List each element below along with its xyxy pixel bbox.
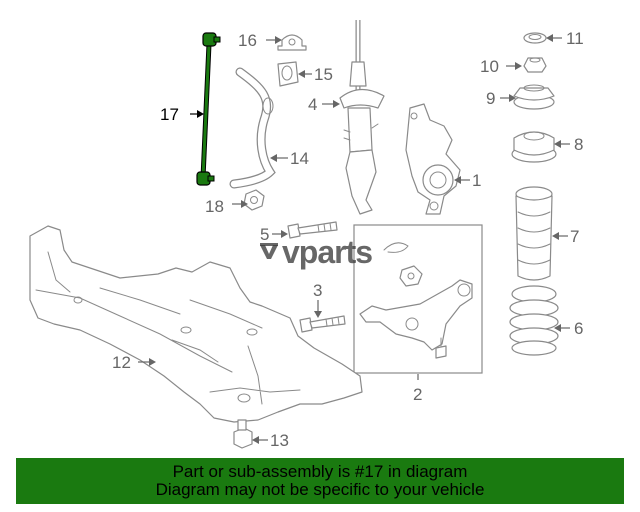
vparts-logo-icon: [258, 241, 280, 263]
part-12-subframe[interactable]: [29, 225, 363, 423]
callout-18: 18: [205, 197, 224, 216]
callout-5: 5: [260, 225, 269, 244]
part-7-boot[interactable]: [515, 186, 553, 281]
banner-line-2: Diagram may not be specific to your vehi…: [155, 480, 485, 499]
banner-line-1: Part or sub-assembly is #17 in diagram: [172, 462, 468, 481]
callout-17: 17: [160, 105, 179, 124]
part-11-seal[interactable]: [523, 32, 547, 44]
part-8-spring-seat[interactable]: [511, 131, 557, 163]
part-13-bolt[interactable]: [233, 419, 253, 449]
info-banner: Part or sub-assembly is #17 in diagram D…: [16, 458, 624, 504]
callout-16: 16: [238, 31, 257, 50]
callout-10: 10: [480, 57, 499, 76]
callout-11: 11: [566, 29, 584, 48]
callout-12: 12: [112, 353, 131, 372]
callout-7: 7: [570, 227, 579, 246]
part-2-box: [353, 224, 483, 374]
part-6-coil-spring[interactable]: [509, 285, 559, 356]
callout-4: 4: [308, 95, 317, 114]
part-3-bolt[interactable]: [299, 315, 346, 333]
callout-2: 2: [413, 385, 422, 404]
part-2-lower-arm[interactable]: [353, 224, 483, 374]
part-15-bushing[interactable]: [277, 61, 299, 87]
callout-6: 6: [574, 319, 583, 338]
callout-1: 1: [472, 171, 481, 190]
part-14-stabilizer-bar[interactable]: [229, 67, 276, 189]
part-16-bracket[interactable]: [277, 34, 307, 51]
part-5-bolt[interactable]: [287, 221, 338, 239]
callout-leaders: [138, 34, 570, 444]
callout-labels: 17 16 15 14 18 4 1 11 10 9 8 7 6 5 3 2 1…: [112, 29, 584, 450]
callout-13: 13: [270, 431, 289, 450]
callout-3: 3: [313, 281, 322, 300]
callout-8: 8: [574, 135, 583, 154]
callout-15: 15: [314, 65, 333, 84]
banner-background: [16, 458, 624, 504]
watermark-text: vparts: [282, 234, 373, 270]
part-18-nut[interactable]: [243, 189, 265, 211]
part-10-nut[interactable]: [523, 57, 547, 73]
part-1-knuckle[interactable]: [405, 103, 461, 215]
part-4-strut[interactable]: [339, 20, 385, 215]
part-17-stabilizer-link[interactable]: [196, 32, 221, 186]
part-9-mount[interactable]: [513, 84, 555, 110]
watermark: vparts: [258, 234, 373, 270]
callout-9: 9: [486, 89, 495, 108]
callout-14: 14: [290, 149, 309, 168]
